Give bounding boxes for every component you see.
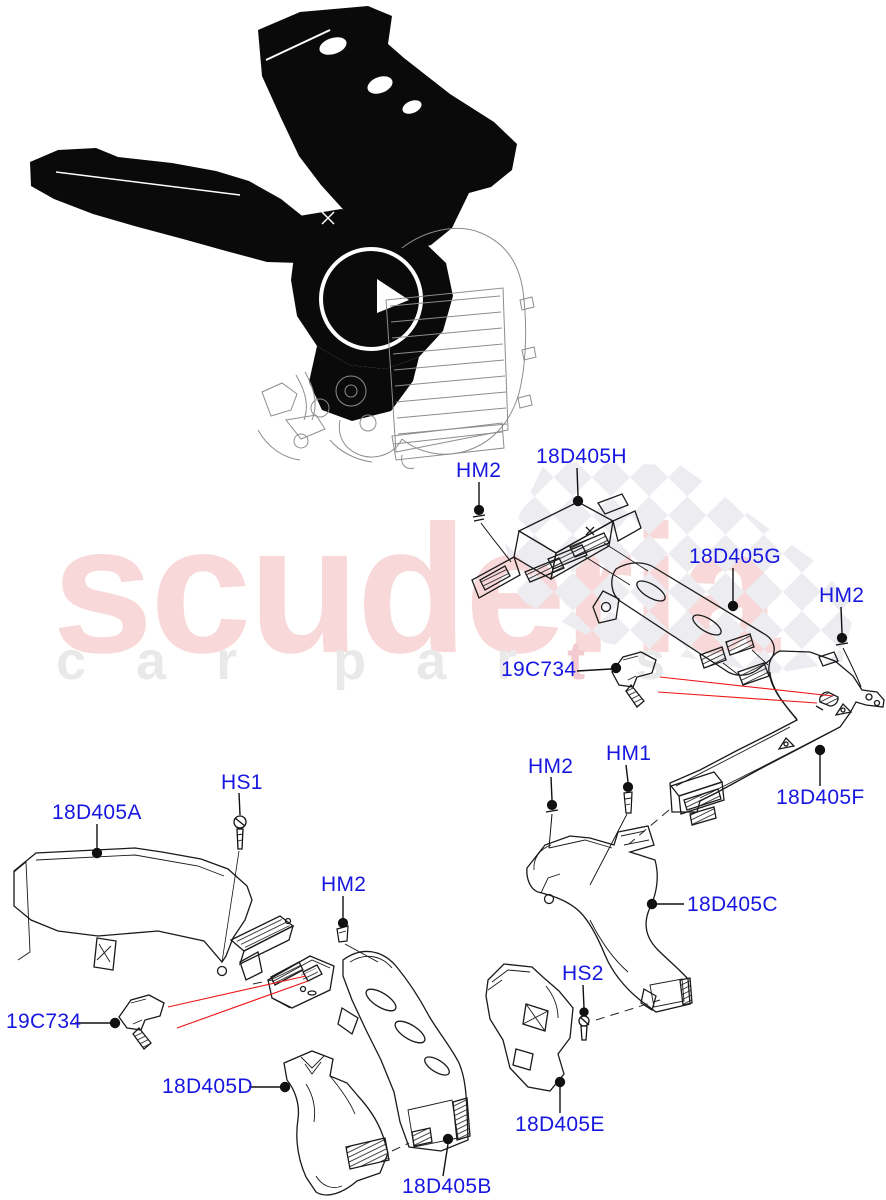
callout-hm2-top[interactable]: HM2 (456, 459, 502, 482)
callout-18d405h[interactable]: 18D405H (536, 445, 627, 468)
callout-hs2[interactable]: HS2 (562, 962, 604, 985)
callout-18d405c[interactable]: 18D405C (687, 893, 778, 916)
callout-19c734-lower[interactable]: 19C734 (6, 1010, 82, 1033)
callout-18d405d[interactable]: 18D405D (162, 1075, 253, 1098)
duct-18d405e-art (485, 963, 574, 1092)
duct-18d405a-art (13, 847, 295, 981)
fastener-hs1-screw (221, 815, 247, 963)
callout-18d405f[interactable]: 18D405F (776, 786, 865, 809)
fastener-hm2-top-rivet (472, 504, 512, 563)
red-leader-lines (167, 676, 834, 1029)
clip-19c734-lower-art (118, 994, 165, 1050)
fastener-hm1-rivet (589, 781, 634, 886)
callout-hm2-mid[interactable]: HM2 (528, 755, 574, 778)
watermark-checkered-flag (505, 462, 855, 674)
callout-19c734-upper[interactable]: 19C734 (501, 658, 577, 681)
clip-19c734-upper-art (611, 651, 657, 708)
callout-hs1[interactable]: HS1 (221, 771, 263, 794)
fastener-hm2-right-rivet (835, 632, 862, 688)
callout-hm2-center[interactable]: HM2 (321, 873, 367, 896)
duct-18d405f-art (669, 650, 885, 826)
watermark-accent-letter: t (567, 631, 636, 691)
callout-18d405a[interactable]: 18D405A (52, 801, 142, 824)
transmission-outline (257, 227, 537, 469)
callout-hm2-right[interactable]: HM2 (819, 584, 865, 607)
fastener-hm2-mid-rivet (545, 799, 559, 849)
callout-18d405e[interactable]: 18D405E (515, 1113, 605, 1136)
callout-leader-lines (75, 467, 843, 1177)
callout-18d405b[interactable]: 18D405B (402, 1175, 492, 1198)
fastener-hm2-center-rivet (336, 917, 379, 963)
duct-assembly-silhouette (30, 6, 517, 421)
duct-18d405h-art (471, 493, 649, 599)
callout-hm1[interactable]: HM1 (606, 742, 652, 765)
callout-18d405g[interactable]: 18D405G (689, 545, 781, 568)
duct-18d405c-art (526, 825, 693, 1013)
duct-18d405d-art (283, 1050, 390, 1196)
duct-18d405b-art (267, 950, 471, 1152)
fastener-hs2-screw (578, 1007, 590, 1041)
assembly-dash-lines (252, 809, 670, 1152)
